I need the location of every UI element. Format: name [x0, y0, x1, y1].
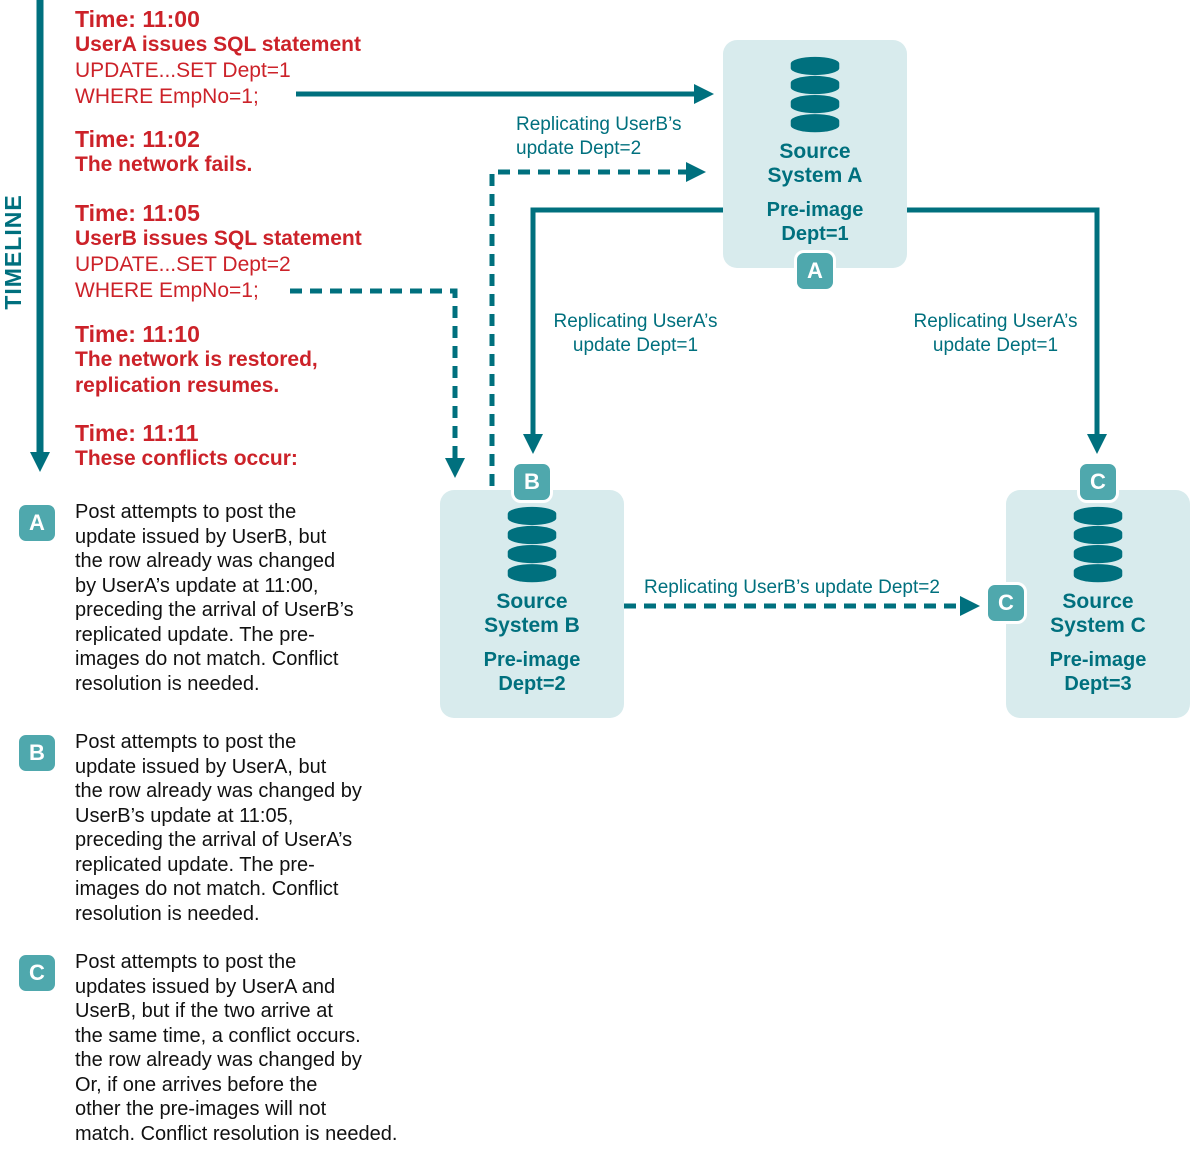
system-c-badge-left: C	[985, 582, 1027, 624]
event-time: Time: 11:11	[75, 420, 199, 446]
event-time: Time: 11:00	[75, 6, 200, 32]
event-time: Time: 11:05	[75, 200, 200, 226]
label-replicating-userb-to-c: Replicating UserB’s update Dept=2	[644, 577, 940, 598]
event-line: UserB issues SQL statement	[75, 227, 362, 250]
system-box-b: Source System B Pre-image Dept=2	[440, 490, 624, 718]
event-line: UPDATE...SET Dept=1	[75, 59, 291, 82]
event-line: WHERE EmpNo=1;	[75, 85, 259, 108]
timeline-label: TIMELINE	[0, 194, 26, 310]
conflict-badge-c: C	[16, 952, 58, 994]
event-1110: Time: 11:10 The network is restored, rep…	[75, 321, 318, 399]
system-preimage: Pre-image Dept=1	[766, 199, 864, 245]
system-c-badge-top: C	[1077, 461, 1119, 503]
event-1111: Time: 11:11 These conflicts occur:	[75, 420, 298, 472]
system-a-badge: A	[794, 250, 836, 292]
system-name: Source System B	[484, 590, 580, 637]
system-preimage: Pre-image Dept=3	[1049, 649, 1147, 695]
event-time: Time: 11:02	[75, 126, 200, 152]
event-line: UserA issues SQL statement	[75, 33, 361, 56]
conflict-text-c: Post attempts to post the updates issued…	[75, 951, 398, 1145]
event-1100: Time: 11:00 UserA issues SQL statement U…	[75, 6, 361, 110]
system-box-c: Source System C Pre-image Dept=3	[1006, 490, 1190, 718]
event-line: replication resumes.	[75, 374, 280, 397]
event-1102: Time: 11:02 The network fails.	[75, 126, 252, 178]
conflict-badge-b: B	[16, 732, 58, 774]
event-time: Time: 11:10	[75, 321, 200, 347]
system-box-a: Source System A Pre-image Dept=1	[723, 40, 907, 268]
conflict-badge-a: A	[16, 502, 58, 544]
system-name: Source System C	[1050, 590, 1146, 637]
event-line: The network fails.	[75, 153, 253, 176]
event-line: The network is restored,	[75, 348, 318, 371]
label-replicating-userb-to-a: Replicating UserB’s update Dept=2	[516, 114, 682, 159]
conflict-text-b: Post attempts to post the update issued …	[75, 731, 362, 925]
event-line: WHERE EmpNo=1;	[75, 279, 259, 302]
label-replicating-usera-to-b: Replicating UserA’s update Dept=1	[553, 311, 718, 356]
event-1105: Time: 11:05 UserB issues SQL statement U…	[75, 200, 362, 304]
database-icon	[786, 56, 844, 134]
database-icon	[1069, 506, 1127, 584]
system-b-badge: B	[511, 461, 553, 503]
event-line: UPDATE...SET Dept=2	[75, 253, 291, 276]
database-icon	[503, 506, 561, 584]
conflict-text-a: Post attempts to post the update issued …	[75, 501, 354, 695]
system-preimage: Pre-image Dept=2	[483, 649, 581, 695]
system-name: Source System A	[767, 140, 863, 187]
event-line: These conflicts occur:	[75, 447, 298, 470]
label-replicating-usera-to-c: Replicating UserA’s update Dept=1	[913, 311, 1078, 356]
